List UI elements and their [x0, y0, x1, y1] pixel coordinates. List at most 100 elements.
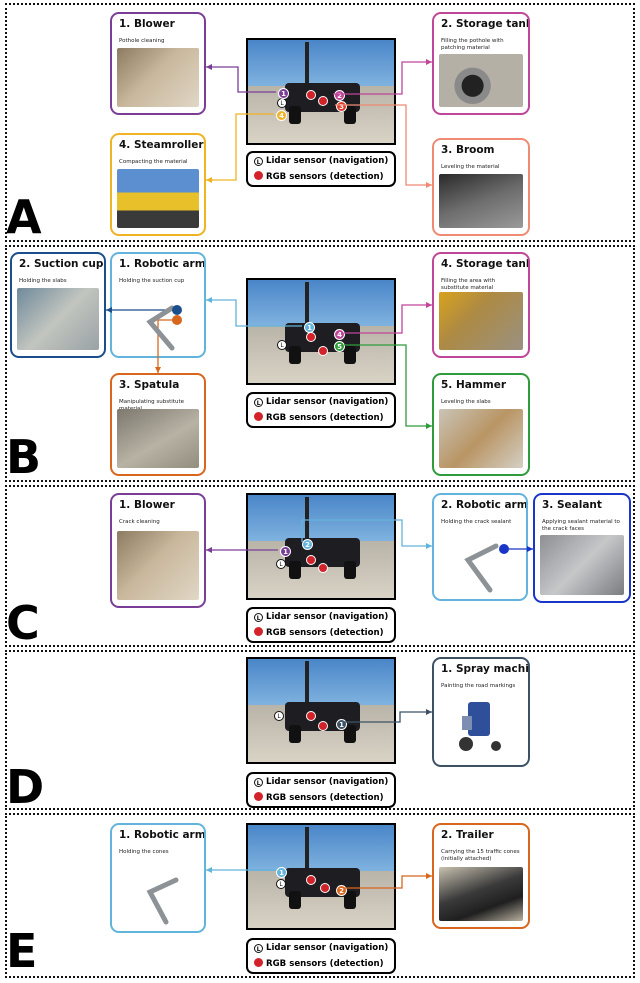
- panel-e: [5, 813, 635, 978]
- robot-photo-b: L 1 4 5: [246, 278, 396, 385]
- connector-trailer-e: [344, 875, 432, 889]
- badge-4: 4: [276, 110, 287, 121]
- card-desc: Leveling the slabs: [441, 399, 491, 405]
- card-desc: Carrying the 15 traffic cones (initially…: [441, 849, 520, 862]
- arrow-head: [426, 302, 432, 308]
- connector-storage-tank-b: [344, 304, 432, 334]
- connector-robotic-arm-c: [301, 519, 432, 547]
- card-spray-machine-d: 1. Spray machine Painting the road marki…: [432, 657, 530, 767]
- panel-letter-d: D: [6, 760, 45, 814]
- blower-photo: [117, 531, 199, 600]
- card-desc: Crack cleaning: [119, 519, 160, 525]
- card-desc: Applying sealant material to the crack f…: [542, 519, 620, 532]
- lidar-icon: L: [254, 398, 263, 407]
- badge-1: 1: [278, 88, 289, 99]
- rgb-sensor-dot: [306, 875, 316, 885]
- card-blower-c: 1. Blower Crack cleaning: [110, 493, 206, 608]
- card-desc: Compacting the material: [119, 159, 188, 165]
- robotic-arm-drawing-b: [146, 305, 175, 351]
- arrow-head: [206, 297, 212, 303]
- card-steamroller-a: 4. Steamroller Compacting the material: [110, 133, 206, 236]
- panel-letter-e: E: [6, 924, 38, 978]
- panel-letter-a: A: [6, 190, 42, 244]
- badge-3: 3: [336, 101, 347, 112]
- connector-spray-machine-d: [344, 711, 432, 723]
- rgb-sensor-dot: [320, 883, 330, 893]
- card-title: 3. Broom: [441, 144, 495, 156]
- arrow-head: [426, 423, 432, 429]
- badge-2: 2: [334, 90, 345, 101]
- lidar-icon: L: [254, 613, 263, 622]
- trailer-photo: [439, 867, 523, 921]
- panel-c: [5, 485, 635, 647]
- card-desc: Holding the suction cup: [119, 278, 185, 284]
- rgb-sensor-icon: [254, 171, 263, 180]
- connector-storage-tank-a: [333, 61, 432, 95]
- robotic-arm-drawing-e: [146, 877, 179, 925]
- connector-steamroller-a: [206, 113, 274, 181]
- rgb-sensor-icon: [254, 792, 263, 801]
- card-title: 4. Storage tank: [441, 258, 530, 270]
- connector-broom-a: [335, 104, 432, 186]
- card-title: 3. Spatula: [119, 379, 180, 391]
- storage-tank-photo: [439, 54, 523, 107]
- arrow-head: [426, 59, 432, 65]
- lidar-marker: L: [274, 711, 284, 721]
- connector-spatula-b: [157, 319, 176, 373]
- badge-1: 1: [276, 867, 287, 878]
- card-title: 5. Hammer: [441, 379, 507, 391]
- lidar-marker: L: [277, 340, 287, 350]
- arrow-head: [527, 546, 533, 552]
- rgb-sensor-dot: [318, 563, 328, 573]
- card-robotic-arm-e: 1. Robotic arm Holding the cones: [110, 823, 206, 933]
- storage-tank-photo: [439, 292, 523, 350]
- arrow-head: [206, 867, 212, 873]
- lidar-marker: L: [276, 559, 286, 569]
- sealant-photo: [540, 535, 624, 595]
- badge-5: 5: [334, 341, 345, 352]
- card-spatula-b: 3. Spatula Manipulating substitute mater…: [110, 373, 206, 476]
- card-desc: Holding the slabs: [19, 278, 67, 284]
- connector-robotic-arm-b: [206, 299, 302, 327]
- card-title: 2. Trailer: [441, 829, 494, 841]
- badge-4: 4: [334, 329, 345, 340]
- panel-letter-b: B: [6, 430, 42, 484]
- hammer-photo: [439, 409, 523, 468]
- rgb-sensor-icon: [254, 958, 263, 967]
- rgb-sensor-dot: [306, 90, 316, 100]
- rgb-sensor-icon: [254, 627, 263, 636]
- lidar-icon: L: [254, 778, 263, 787]
- card-suction-cup-b: 2. Suction cup Holding the slabs: [10, 252, 106, 358]
- badge-3-c: [499, 544, 509, 554]
- steamroller-photo: [117, 169, 199, 228]
- spatula-photo: [117, 409, 199, 468]
- card-title: 2. Robotic arm: [441, 499, 528, 511]
- arrow-head: [206, 547, 212, 553]
- panel-a: [5, 3, 635, 242]
- badge-3-b: [172, 315, 182, 325]
- badge-2: 2: [302, 539, 313, 550]
- card-desc: Holding the cones: [119, 849, 169, 855]
- robotic-arm-photo: [439, 531, 521, 593]
- badge-2: 2: [336, 885, 347, 896]
- card-title: 2. Storage tank: [441, 18, 530, 30]
- arrow-head: [106, 307, 112, 313]
- card-desc: Filling the pothole with patching materi…: [441, 38, 504, 51]
- rgb-sensor-dot: [306, 711, 316, 721]
- rgb-sensor-dot: [318, 721, 328, 731]
- badge-1: 1: [280, 546, 291, 557]
- badge-2-b: [172, 305, 182, 315]
- robot-photo-e: L 1 2: [246, 823, 396, 930]
- card-broom-a: 3. Broom Leveling the material: [432, 138, 530, 236]
- card-title: 1. Blower: [119, 499, 175, 511]
- suction-cup-photo: [17, 288, 99, 350]
- card-desc: Pothole cleaning: [119, 38, 165, 44]
- lidar-marker: L: [276, 879, 286, 889]
- card-title: 1. Robotic arm: [119, 829, 206, 841]
- robot-photo-d: L 1: [246, 657, 396, 764]
